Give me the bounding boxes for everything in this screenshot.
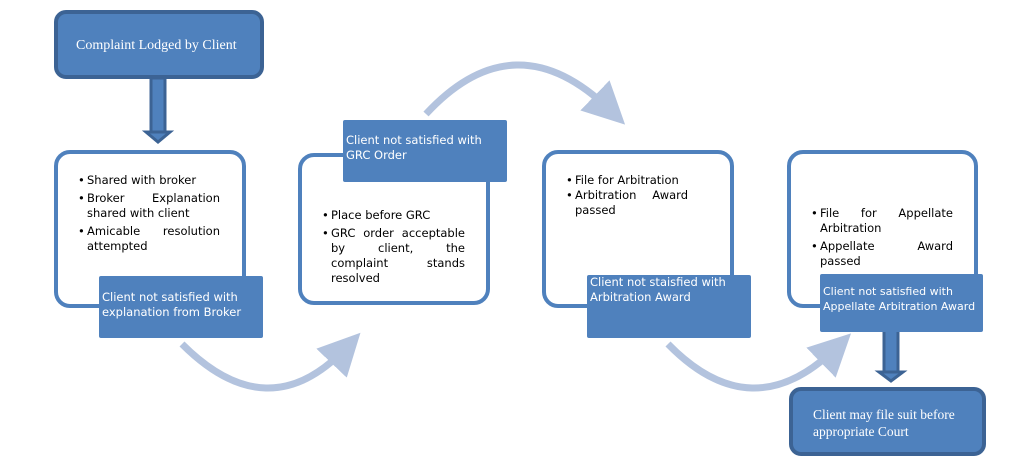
curved-arrow-2 xyxy=(423,61,626,125)
stage-1-label: Client not satisfied with explanation fr… xyxy=(99,276,263,338)
down-arrow-1 xyxy=(141,76,175,144)
court-suit-box: Client may file suit before appropriate … xyxy=(789,387,986,456)
list-item: GRC order acceptable by client, the comp… xyxy=(322,226,465,286)
stage-3-label: Client not staisfied with Arbitration Aw… xyxy=(587,275,751,338)
complaint-lodged-box: Complaint Lodged by Client xyxy=(54,10,264,79)
stage-4-bullets: File for Appellate Arbitration Appellate… xyxy=(811,206,953,272)
down-arrow-2 xyxy=(874,328,908,383)
stage-1-bullets: Shared with broker Broker Explanation sh… xyxy=(78,173,220,257)
list-item: File for Arbitration xyxy=(566,173,708,188)
stage-3-bullets: File for Arbitration Arbitration Award p… xyxy=(566,173,708,221)
stage-2-bullets: Place before GRC GRC order acceptable by… xyxy=(322,208,465,289)
list-item: Place before GRC xyxy=(322,208,465,223)
list-item: Arbitration Award passed xyxy=(566,188,688,218)
curved-arrow-3 xyxy=(665,333,852,392)
curved-arrow-1 xyxy=(179,332,361,392)
list-item: Amicable resolution attempted xyxy=(78,224,220,254)
list-item: File for Appellate Arbitration xyxy=(811,206,953,236)
stage-2-label: Client not satisfied with GRC Order xyxy=(343,120,507,182)
list-item: Shared with broker xyxy=(78,173,220,188)
start-text: Complaint Lodged by Client xyxy=(76,38,237,53)
list-item: Broker Explanation shared with client xyxy=(78,191,220,221)
stage-4-label: Client not satisfied with Appellate Arbi… xyxy=(820,274,983,332)
end-text: Client may file suit before appropriate … xyxy=(813,407,955,439)
list-item: Appellate Award passed xyxy=(811,239,953,269)
